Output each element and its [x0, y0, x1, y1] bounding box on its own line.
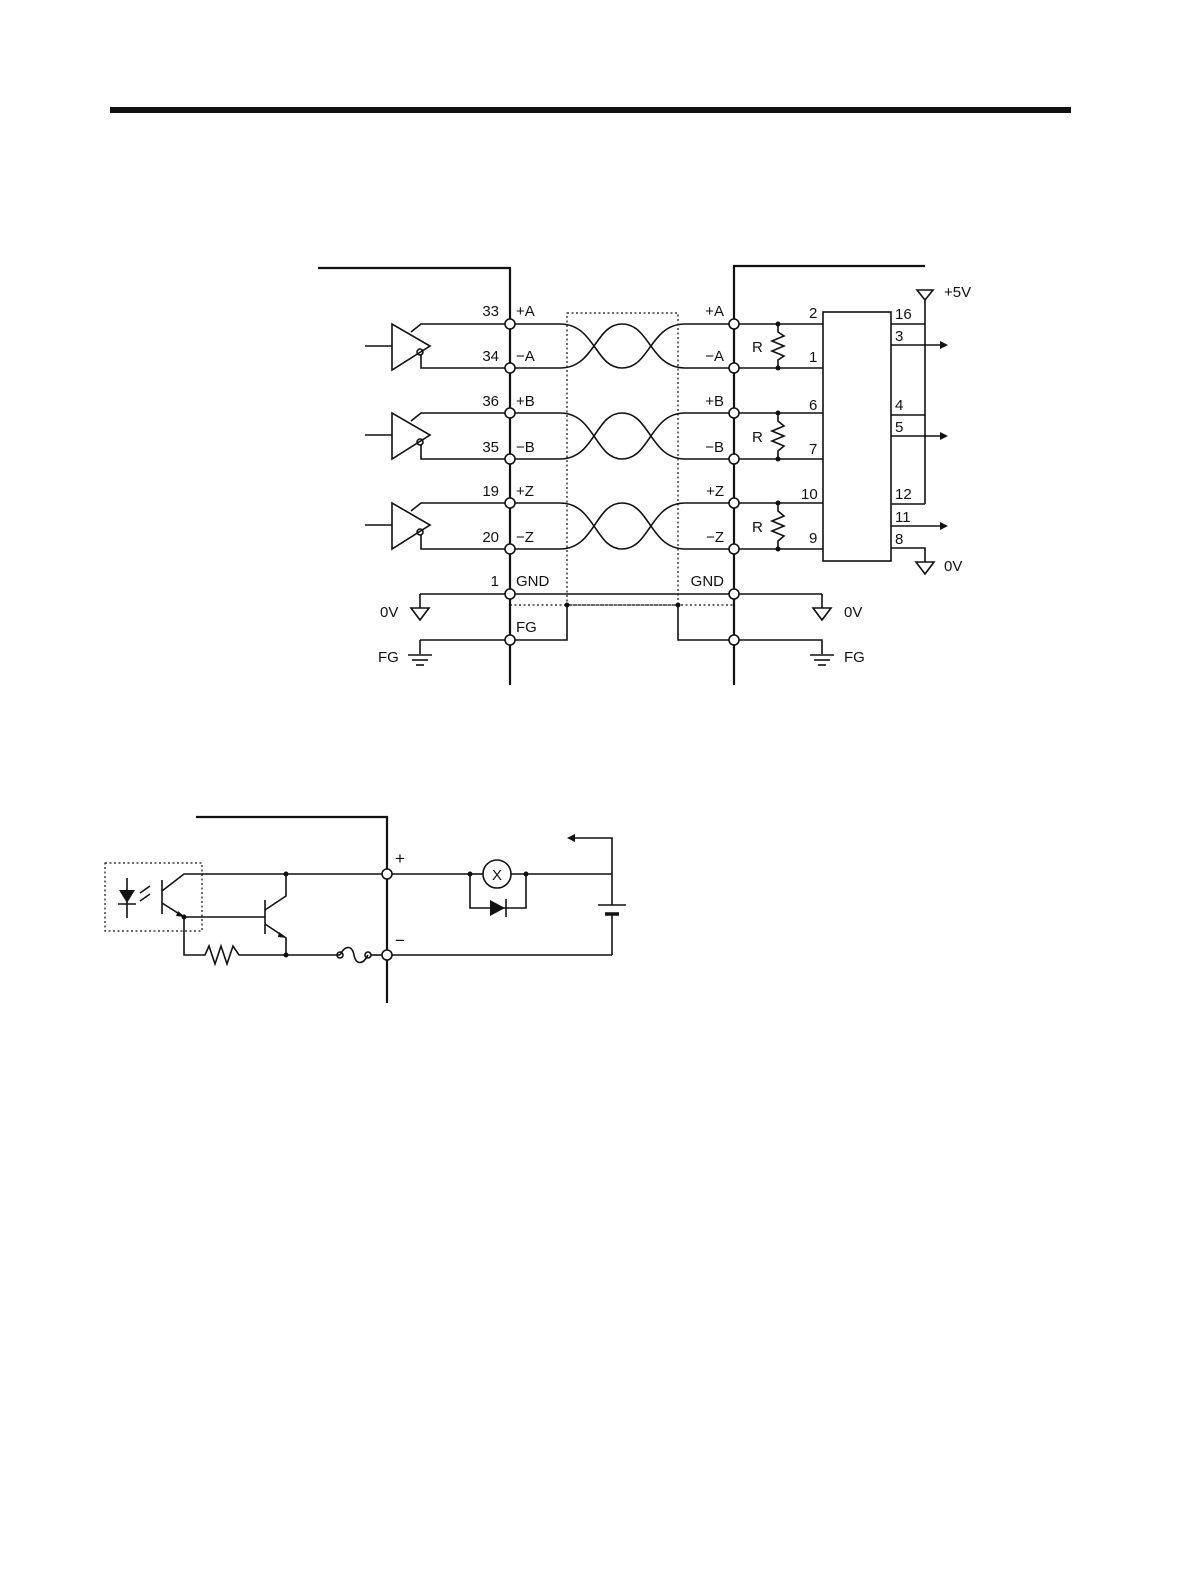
header-rule	[110, 107, 1071, 113]
minus-label: −	[395, 931, 405, 950]
output-transistor	[182, 872, 289, 958]
relay-label: X	[492, 867, 502, 884]
minus-terminal	[382, 950, 392, 960]
ic-pin-7: 7	[809, 441, 817, 458]
right-fg-label: FG	[844, 649, 865, 666]
left-fg-label: FG	[378, 649, 399, 666]
right-0v-label: 0V	[844, 604, 862, 621]
right-sig-gnd: GND	[691, 573, 725, 590]
fuse	[340, 948, 368, 963]
ic-pin-1: 1	[809, 349, 817, 366]
left-sig-plus-b: +B	[516, 393, 535, 410]
left-pin-34: 34	[482, 348, 499, 365]
ic-pin-5: 5	[895, 419, 903, 436]
resistor-label-b: R	[752, 429, 763, 446]
left-pin-33: 33	[482, 303, 499, 320]
supply-5v-label: +5V	[944, 284, 971, 301]
ic-pin-6: 6	[809, 397, 817, 414]
ic-pin-16: 16	[895, 306, 912, 323]
left-sig-plus-z: +Z	[516, 483, 534, 500]
left-pin-19: 19	[482, 483, 499, 500]
left-sig-gnd: GND	[516, 573, 550, 590]
plus-terminal	[382, 869, 392, 879]
right-sig-minus-b: −B	[705, 439, 724, 456]
left-sig-minus-a: −A	[516, 348, 535, 365]
encoder-connection-diagram: 33 +A 34 −A 36 +B 35 −B 19 +Z 20 −Z 1 GN…	[318, 266, 971, 685]
left-pin-1: 1	[491, 573, 499, 590]
ic-pin-10: 10	[801, 486, 818, 503]
ic-pin-8: 8	[895, 531, 903, 548]
left-sig-minus-b: −B	[516, 439, 535, 456]
line-receiver-ic	[823, 312, 891, 561]
ic-0v-label: 0V	[944, 558, 962, 575]
left-sig-minus-z: −Z	[516, 529, 534, 546]
resistor-label-z: R	[752, 519, 763, 536]
right-sig-minus-z: −Z	[706, 529, 724, 546]
relay-coil: X	[483, 860, 511, 888]
dc-supply	[567, 834, 626, 955]
plus-label: +	[395, 849, 405, 868]
left-0v-label: 0V	[380, 604, 398, 621]
right-sig-minus-a: −A	[705, 348, 724, 365]
ic-pin-3: 3	[895, 328, 903, 345]
ic-pin-9: 9	[809, 530, 817, 547]
resistor-label-a: R	[752, 339, 763, 356]
ic-pin-11: 11	[895, 509, 911, 526]
right-sig-plus-a: +A	[705, 303, 724, 320]
left-sig-plus-a: +A	[516, 303, 535, 320]
right-sig-plus-z: +Z	[706, 483, 724, 500]
left-pin-20: 20	[482, 529, 499, 546]
ic-pin-12: 12	[895, 486, 912, 503]
left-pin-35: 35	[482, 439, 499, 456]
right-sig-plus-b: +B	[705, 393, 724, 410]
left-pin-36: 36	[482, 393, 499, 410]
twisted-pair-cables	[510, 324, 734, 549]
ic-pin-2: 2	[809, 305, 817, 322]
ic-pin-4: 4	[895, 397, 903, 414]
left-sig-fg: FG	[516, 619, 537, 636]
output-circuit-diagram: X + −	[105, 817, 626, 1003]
